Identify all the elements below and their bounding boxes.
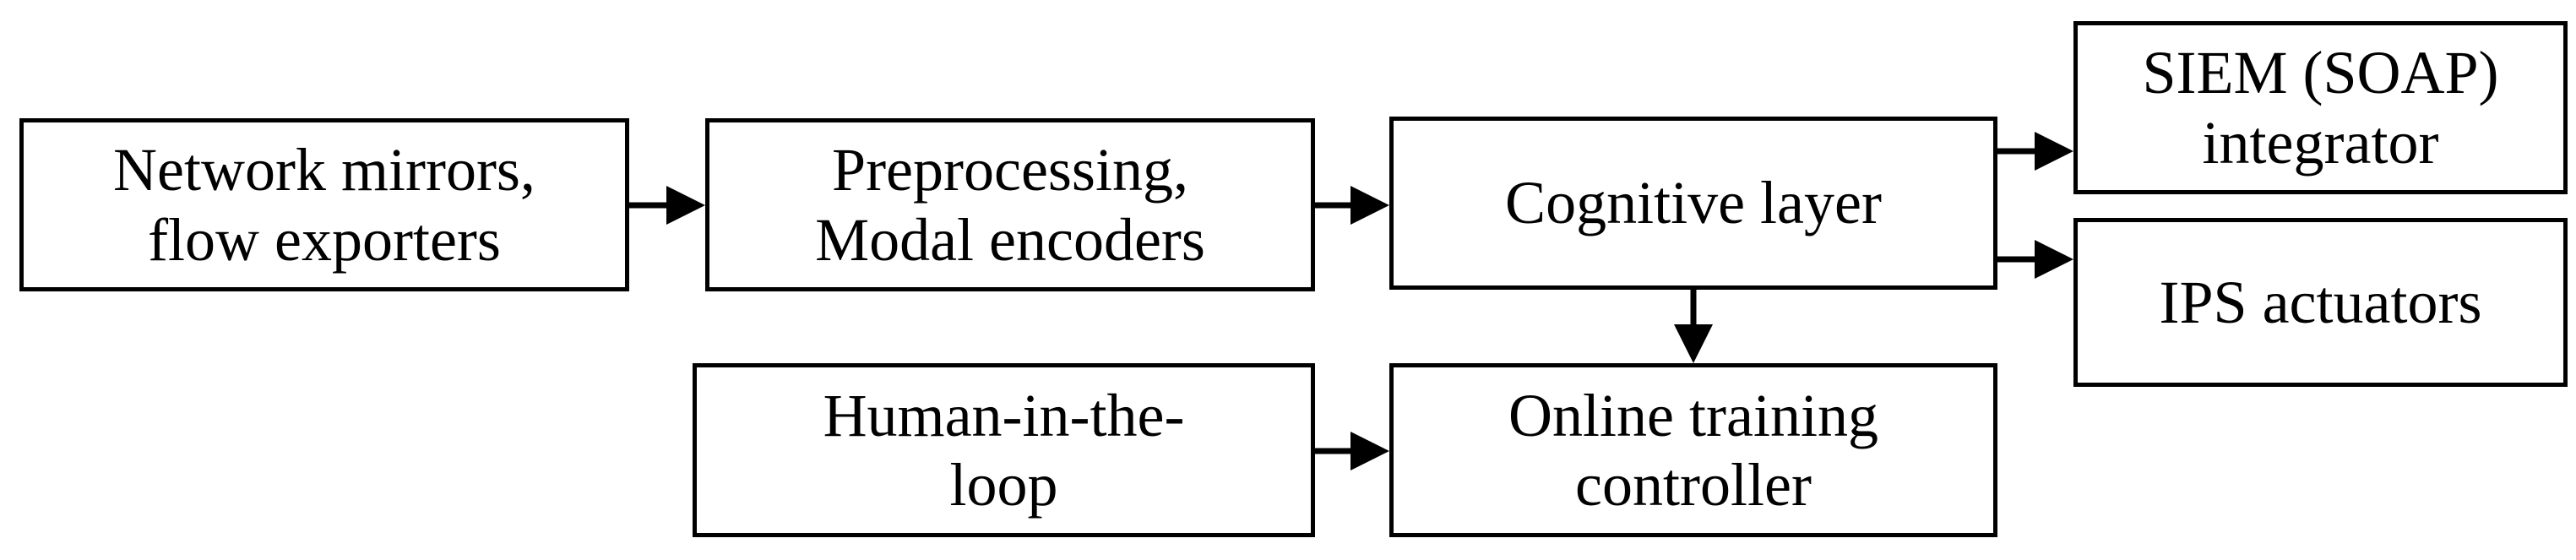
node-network-mirrors[interactable]: Network mirrors, flow exporters [19,118,629,291]
arrow-head [1350,186,1389,225]
node-ips-actuators[interactable]: IPS actuators [2073,218,2568,387]
arrow-human-in-the-loop-to-online-training-controller [1315,432,1389,470]
node-label-siem-integrator: SIEM (SOAP) integrator [2142,39,2499,177]
arrow-head [2035,240,2073,279]
node-label-network-mirrors: Network mirrors, flow exporters [113,136,535,274]
arrow-network-mirrors-to-preprocessing [629,186,705,225]
node-online-training-controller[interactable]: Online training controller [1389,363,1997,537]
node-label-human-in-the-loop: Human-in-the- loop [823,381,1185,519]
arrow-preprocessing-to-cognitive-layer [1315,186,1389,225]
node-preprocessing[interactable]: Preprocessing, Modal encoders [705,118,1315,291]
arrow-cognitive-layer-to-siem-integrator [1997,132,2073,171]
arrow-head [1674,324,1713,363]
node-cognitive-layer[interactable]: Cognitive layer [1389,117,1997,290]
node-label-cognitive-layer: Cognitive layer [1505,169,1882,237]
arrow-head [2035,132,2073,171]
arrow-head [1350,432,1389,470]
node-siem-integrator[interactable]: SIEM (SOAP) integrator [2073,21,2568,194]
node-label-preprocessing: Preprocessing, Modal encoders [815,136,1205,274]
node-label-ips-actuators: IPS actuators [2159,268,2482,336]
arrow-cognitive-layer-to-online-training-controller [1674,290,1713,363]
node-human-in-the-loop[interactable]: Human-in-the- loop [693,363,1315,537]
arrow-cognitive-layer-to-ips-actuators [1997,240,2073,279]
node-label-online-training-controller: Online training controller [1508,381,1878,519]
arrow-head [666,186,705,225]
